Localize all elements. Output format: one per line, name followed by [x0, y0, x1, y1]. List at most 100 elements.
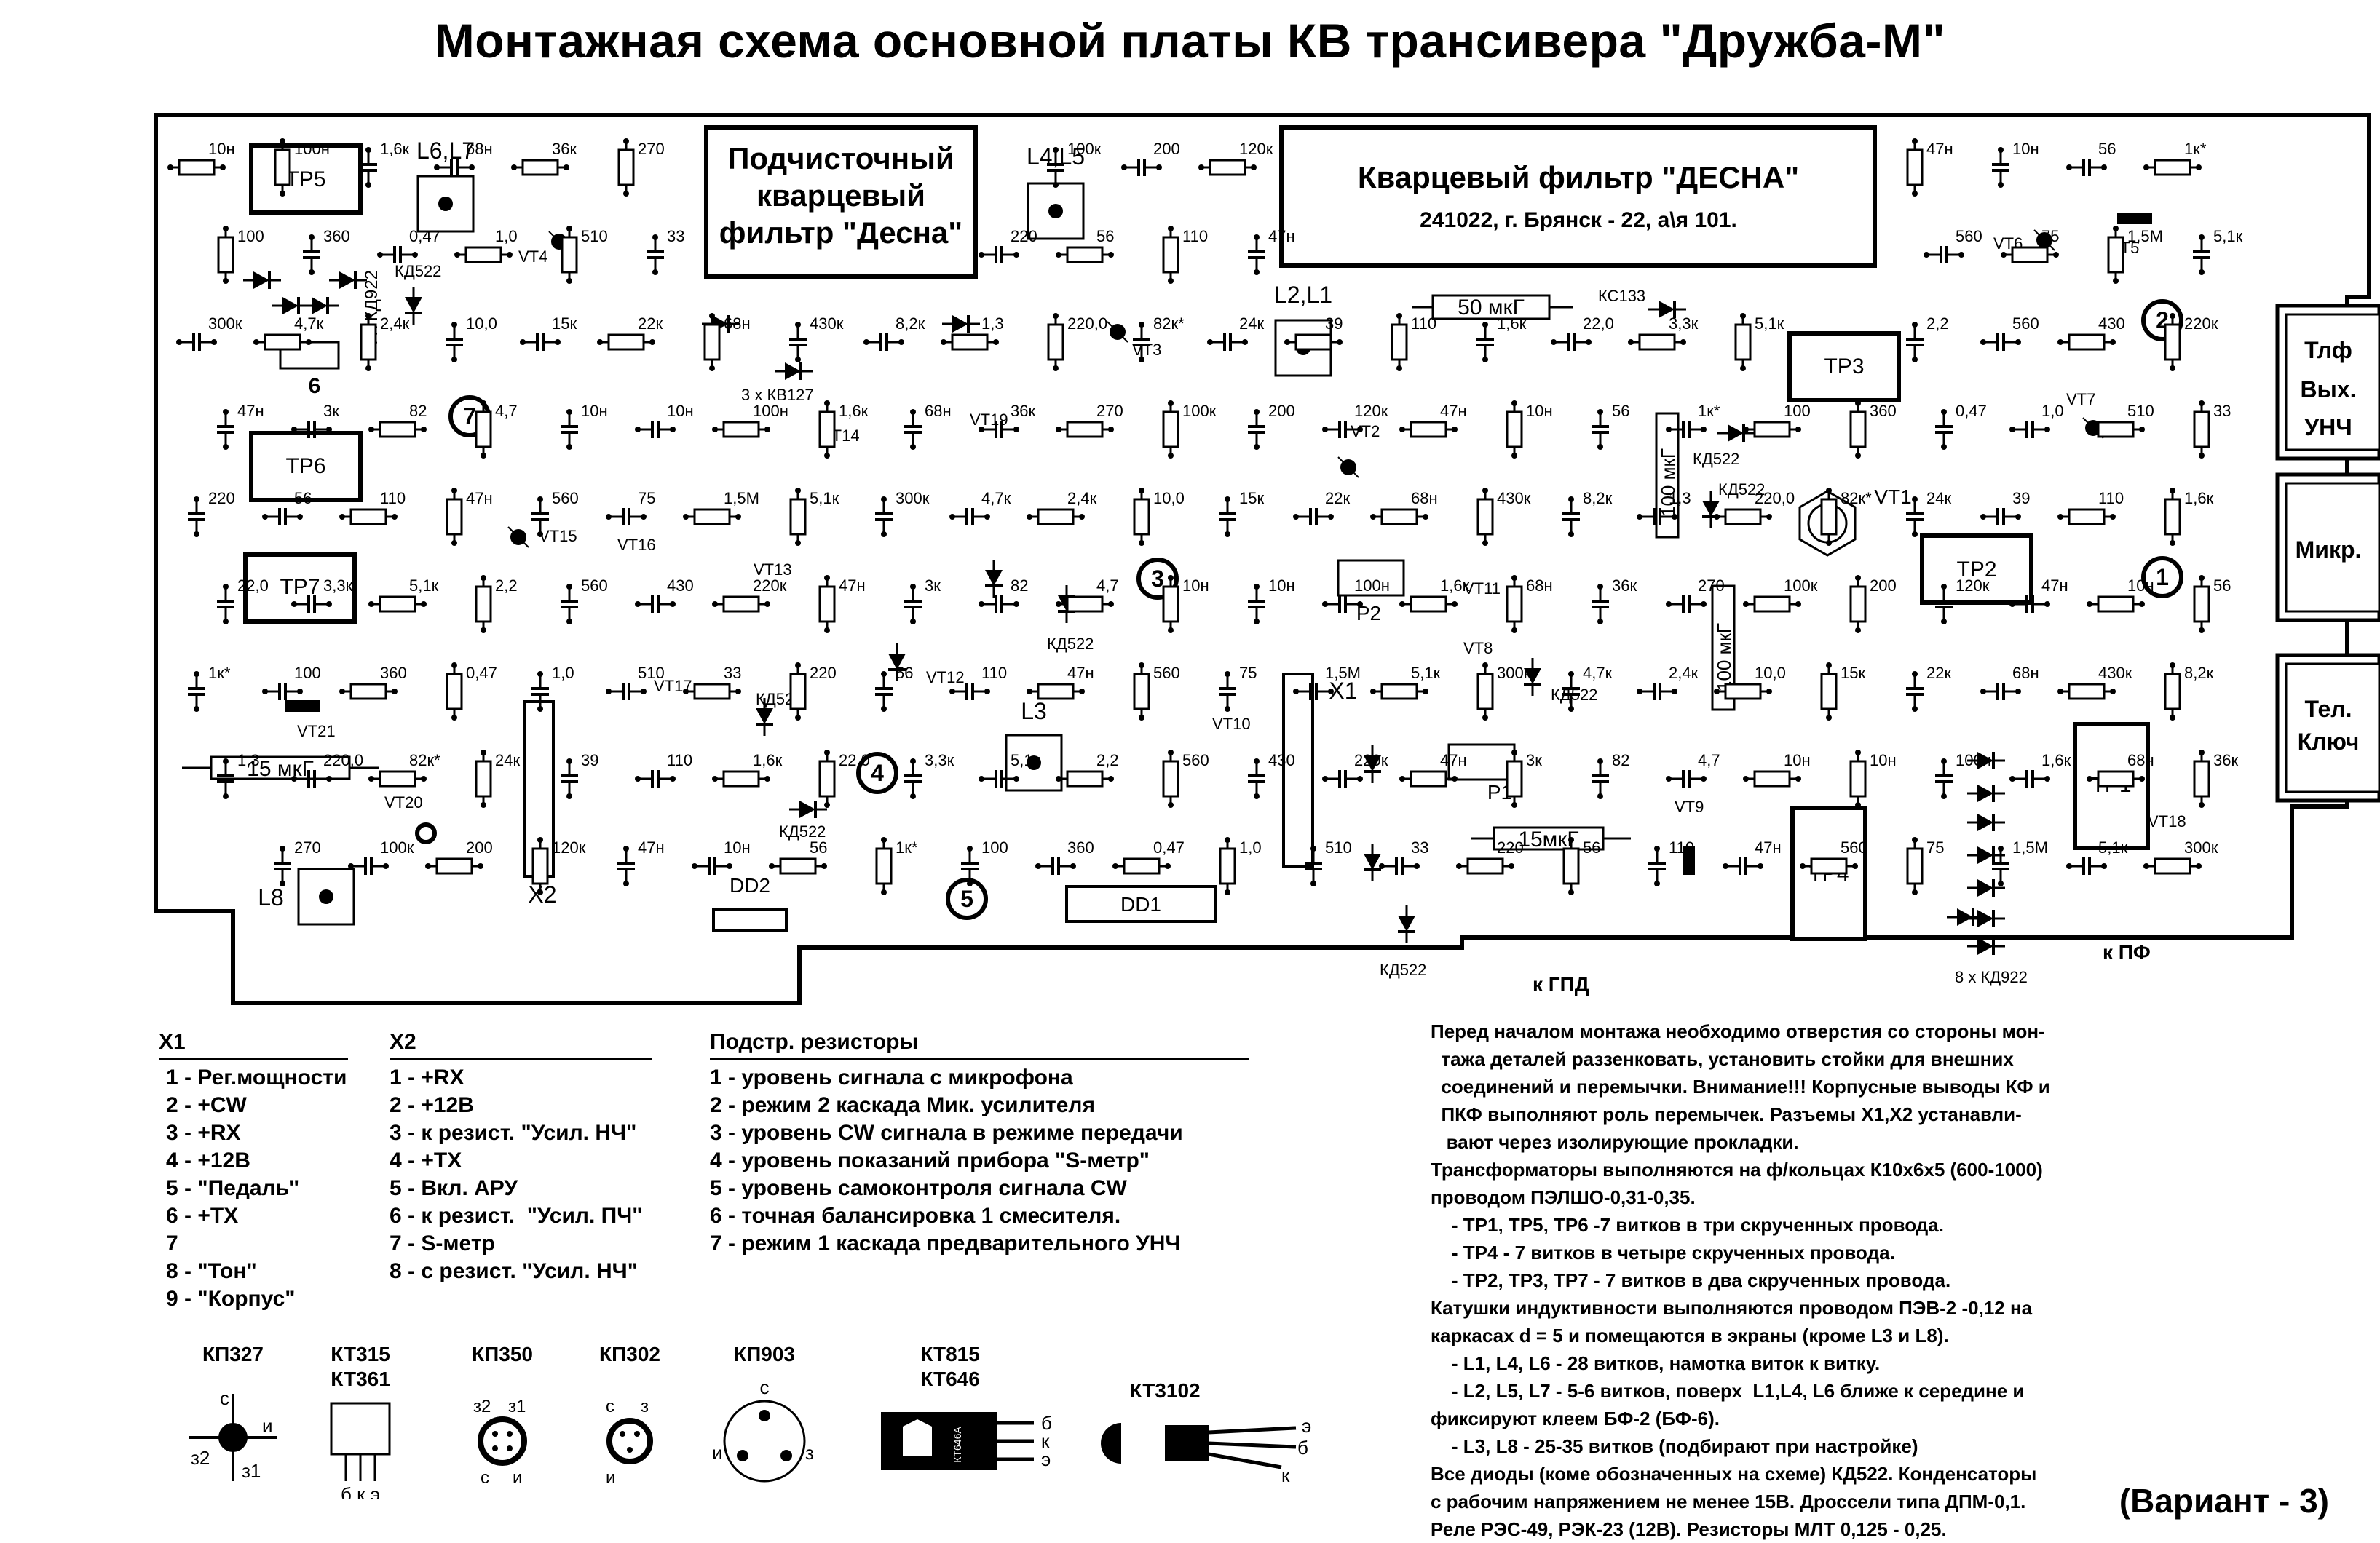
legend-x2-item-3: 3 - к резист. "Усил. НЧ" — [390, 1121, 637, 1145]
svg-text:1,6к: 1,6к — [1497, 314, 1527, 333]
svg-text:22к: 22к — [1325, 489, 1350, 507]
component-190: 75 — [1906, 836, 1944, 897]
svg-text:VT13: VT13 — [754, 560, 792, 579]
sub-filter-line-3: фильтр "Десна" — [719, 215, 962, 250]
component-24: 560 — [1922, 227, 1982, 265]
svg-text:56: 56 — [294, 489, 312, 507]
component-37: 1,3 — [939, 314, 1004, 351]
component-141: 10,0 — [1712, 664, 1786, 700]
svg-text:47н: 47н — [1067, 664, 1094, 682]
svg-text:КТ361: КТ361 — [331, 1368, 390, 1390]
legend-x2-item-5: 5 - Вкл. АРУ — [390, 1176, 518, 1200]
svg-text:10н: 10н — [2127, 576, 2154, 595]
svg-text:560: 560 — [1153, 664, 1180, 682]
component-59: 68н — [903, 402, 952, 451]
svg-text:36к: 36к — [1612, 576, 1637, 595]
component-125: 360 — [338, 664, 407, 700]
svg-text:1,6к: 1,6к — [380, 140, 410, 158]
component-175: 47н — [616, 838, 665, 888]
component-138: 300к — [1476, 661, 1531, 722]
coil-l2-l1: L2,L1 — [1274, 282, 1332, 377]
svg-text:б к э: б к э — [341, 1483, 380, 1499]
legend-resistors-heading: Подстр. резисторы — [710, 1030, 919, 1054]
component-163: 82 — [1590, 751, 1629, 801]
trimmer-1: 1 — [2143, 558, 2181, 596]
svg-text:10н: 10н — [1526, 402, 1553, 420]
svg-text:82: 82 — [409, 402, 427, 420]
svg-text:100к: 100к — [1784, 576, 1818, 595]
component-178: 1к* — [875, 836, 918, 897]
svg-text:с: с — [220, 1387, 229, 1409]
package-kt315-kt361: КТ315 КТ361 б к э — [330, 1343, 391, 1505]
svg-text:VT16: VT16 — [617, 536, 656, 554]
component-35: 430к — [788, 314, 844, 364]
package-kt3102: КТ3102 э б к — [1101, 1379, 1311, 1486]
component-90: 430к — [1476, 486, 1531, 547]
svg-text:1,3: 1,3 — [237, 751, 260, 769]
svg-text:1,6к: 1,6к — [2184, 489, 2214, 507]
svg-text:36к: 36к — [2213, 751, 2238, 769]
component-94: 82к* — [1820, 486, 1872, 547]
component-72: 1,0 — [2008, 402, 2064, 440]
component-161: 47н — [1398, 751, 1467, 788]
component-111: 10н — [1246, 576, 1295, 626]
component-17: 1,0 — [453, 227, 518, 263]
component-153: 1,6к — [711, 751, 783, 788]
svg-text:КТ646А: КТ646А — [952, 1427, 963, 1463]
svg-text:6: 6 — [309, 374, 321, 398]
assembly-notes: Перед началом монтажа необходимо отверст… — [1431, 1018, 2159, 1543]
transistor-vt12: VT12 — [926, 668, 965, 686]
diodes-8x-kd922: 8 х КД922 — [1945, 750, 2028, 986]
svg-text:VT20: VT20 — [384, 793, 423, 812]
component-75: 220 — [186, 489, 235, 539]
svg-text:15к: 15к — [552, 314, 577, 333]
svg-text:1,5М: 1,5М — [1325, 664, 1361, 682]
svg-text:10н: 10н — [2012, 140, 2039, 158]
svg-text:Ключ: Ключ — [2298, 729, 2360, 755]
svg-text:220,0: 220,0 — [1755, 489, 1795, 507]
legend-x1-item-7: 7 — [166, 1231, 178, 1256]
package-kp302: КП302 с з и — [599, 1343, 660, 1488]
component-185: 220 — [1455, 838, 1524, 875]
component-87: 15к — [1217, 489, 1264, 539]
svg-text:100к: 100к — [380, 838, 414, 857]
svg-text:22,0: 22,0 — [1583, 314, 1614, 333]
svg-text:КП327: КП327 — [202, 1343, 264, 1365]
svg-text:DD1: DD1 — [1120, 893, 1161, 916]
svg-text:430: 430 — [1268, 751, 1295, 769]
svg-text:2,4к: 2,4к — [380, 314, 410, 333]
trimmer-3: 3 — [1139, 560, 1177, 598]
legend-x2-item-1: 1 - +RX — [390, 1066, 464, 1090]
svg-text:VT1: VT1 — [1874, 485, 1911, 508]
note-line: ПКФ выполняют роль перемычек. Разъемы X1… — [1431, 1103, 2022, 1125]
component-172: 100к — [347, 838, 414, 876]
svg-text:2,2: 2,2 — [1926, 314, 1949, 333]
component-131: 56 — [874, 664, 913, 713]
svg-text:з: з — [641, 1397, 649, 1416]
component-177: 56 — [767, 838, 829, 875]
component-3: 1,6к — [358, 140, 410, 189]
component-42: 110 — [1391, 312, 1436, 373]
note-line: проводом ПЭЛШО-0,31-0,35. — [1431, 1186, 1696, 1208]
coil-l3: L3 — [1005, 698, 1063, 792]
legend-resistor-item-7: 7 - режим 1 каскада предварительного УНЧ — [710, 1231, 1181, 1256]
legend-x2-item-4: 4 - +TX — [390, 1149, 462, 1173]
svg-text:100 мкГ: 100 мкГ — [1713, 623, 1735, 691]
transformer-tr3: ТР3 — [1787, 331, 1901, 402]
svg-text:з2: з2 — [191, 1447, 210, 1469]
transformer-tr6: ТР6 — [249, 431, 363, 502]
component-71: 0,47 — [1934, 402, 1987, 451]
svg-text:200: 200 — [466, 838, 493, 857]
component-123: 1к* — [186, 664, 231, 713]
svg-text:3,3к: 3,3к — [323, 576, 353, 595]
component-51: 47н — [216, 402, 264, 451]
legend-resistor-item-5: 5 - уровень самоконтроля сигнала CW — [710, 1176, 1127, 1200]
svg-text:б: б — [1041, 1412, 1052, 1434]
svg-text:33: 33 — [667, 227, 684, 245]
svg-text:1,5М: 1,5М — [724, 489, 759, 507]
component-160: 220к — [1321, 751, 1388, 789]
svg-text:560: 560 — [1841, 838, 1867, 857]
svg-text:220: 220 — [1497, 838, 1524, 857]
svg-text:120к: 120к — [1956, 576, 1990, 595]
svg-text:68н: 68н — [1526, 576, 1553, 595]
